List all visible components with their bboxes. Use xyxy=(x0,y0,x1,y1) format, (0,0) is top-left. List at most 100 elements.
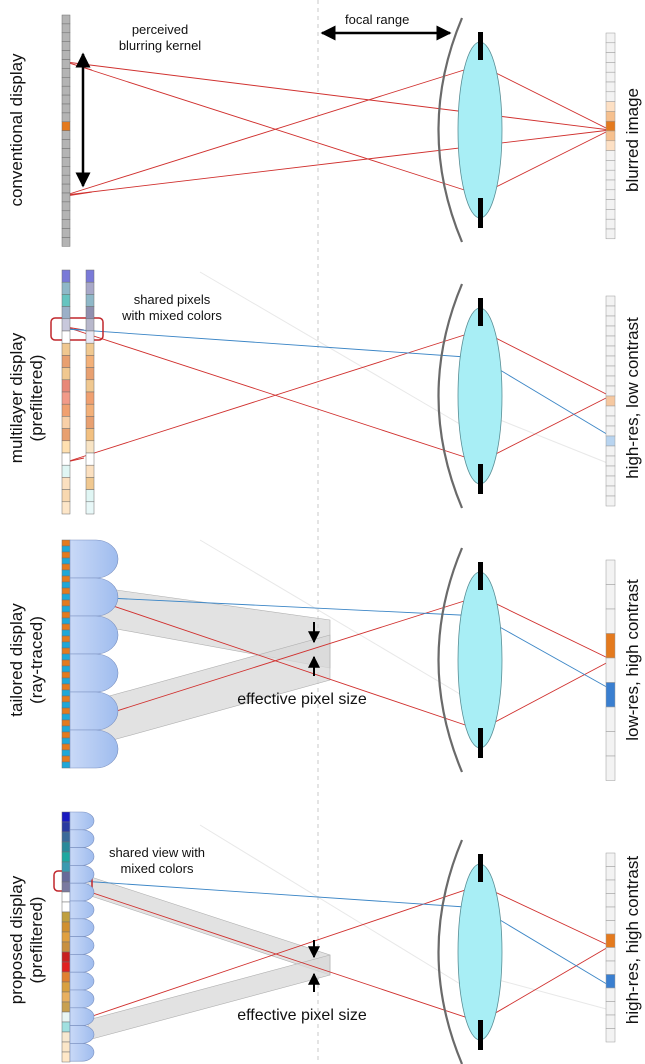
display-pixel xyxy=(61,545,71,553)
shared-pixels-label-2: with mixed colors xyxy=(121,308,222,323)
sensor-pixel xyxy=(605,852,616,867)
display-pixel xyxy=(61,355,71,368)
lenslet xyxy=(69,971,95,991)
sensor-pixel xyxy=(605,218,616,230)
sensor-pixel xyxy=(605,385,616,397)
display-pixel xyxy=(61,23,71,34)
lenslet xyxy=(69,900,95,920)
display-pixel xyxy=(61,629,71,637)
arrowhead xyxy=(65,191,93,197)
sensor-pixel xyxy=(605,960,616,975)
sensor-pixel xyxy=(605,169,616,181)
ray xyxy=(65,61,481,196)
right-label-multilayer: high-res, low contrast xyxy=(623,317,642,479)
display-pixel xyxy=(61,951,71,963)
sensor-pixel xyxy=(605,1028,616,1043)
focal-range-label: focal range xyxy=(345,12,409,27)
display-pixel xyxy=(61,743,71,751)
display-pixel xyxy=(61,32,71,42)
display-pixel xyxy=(85,464,95,478)
display-pixel xyxy=(85,306,95,320)
left-label-tailored-2: (ray-traced) xyxy=(27,616,46,704)
display-pixel xyxy=(61,617,71,625)
display-pixel xyxy=(61,306,71,320)
display-pixel xyxy=(61,569,71,577)
display-pixel xyxy=(61,581,71,589)
sensor-pixel xyxy=(605,91,616,102)
display-pixel xyxy=(61,440,71,454)
lenslet xyxy=(69,882,95,902)
lens xyxy=(457,307,503,485)
sensor-pixel xyxy=(605,559,616,585)
sensor-pixel xyxy=(605,435,616,447)
lenslet xyxy=(69,811,95,831)
display-pixel xyxy=(61,671,71,679)
lenslet xyxy=(69,829,95,848)
lens-stop xyxy=(478,728,483,758)
display-pixel xyxy=(61,77,71,87)
sensor-pixel xyxy=(605,42,616,53)
display-pixel xyxy=(61,593,71,601)
sensor-pixel xyxy=(605,160,616,171)
shared-pixels-highlight xyxy=(50,317,104,341)
display-pixel xyxy=(85,342,95,356)
left-label-proposed-1: proposed display xyxy=(7,875,26,1004)
shared-pixels-label-1: shared pixels xyxy=(134,292,211,307)
lenslet xyxy=(69,1043,95,1062)
display-pixel xyxy=(61,811,71,823)
display-pixel xyxy=(85,477,95,490)
display-pixel xyxy=(61,41,71,51)
ray xyxy=(65,64,481,196)
sensor-pixel xyxy=(605,445,616,457)
ray xyxy=(65,595,481,728)
sensor-pixel xyxy=(605,315,616,327)
lens-stop xyxy=(478,854,483,882)
sensor-pixel xyxy=(605,209,616,220)
lenslet xyxy=(69,936,95,955)
display-pixel xyxy=(61,1031,71,1043)
sensor-pixel xyxy=(605,375,616,387)
display-pixel xyxy=(61,94,71,105)
sensor-pixel xyxy=(605,179,616,191)
sensor-pixel xyxy=(605,608,616,634)
display-pixel xyxy=(61,228,71,238)
display-pixel xyxy=(61,961,71,973)
display-pixel xyxy=(61,981,71,993)
sensor-pixel xyxy=(605,893,616,908)
display-pixel xyxy=(61,281,71,295)
display-pixel xyxy=(85,403,95,417)
display-pixel xyxy=(61,891,71,903)
sensor-pixel xyxy=(605,947,616,962)
display-pixel xyxy=(85,281,95,295)
left-label-tailored-1: tailored display xyxy=(7,603,26,717)
panel-tailored: effective pixel size xyxy=(65,539,613,746)
display-pixel xyxy=(61,831,71,843)
display-pixel xyxy=(61,121,71,131)
sensor-pixel xyxy=(605,52,616,63)
beam xyxy=(87,954,331,1041)
display-pixel xyxy=(85,318,95,332)
perceived-label-1: perceived xyxy=(132,22,188,37)
display-pixel xyxy=(61,489,71,503)
left-label-conventional: conventional display xyxy=(7,53,26,207)
sensor-pixel xyxy=(605,335,616,347)
lens-stop xyxy=(478,298,483,326)
left-label-multilayer-2: (prefiltered) xyxy=(27,355,46,442)
panel-multilayer: shared pixels with mixed colors xyxy=(50,271,611,465)
lenslet xyxy=(69,577,119,617)
sensor-pixel xyxy=(605,395,616,407)
display-pixel xyxy=(61,1001,71,1013)
ray xyxy=(65,589,481,731)
ray xyxy=(65,329,481,463)
sensor-pixel xyxy=(605,933,616,948)
display-pixel xyxy=(61,605,71,613)
display-pixel xyxy=(61,659,71,667)
sensor-pixel xyxy=(605,455,616,467)
sensor-pixel xyxy=(605,657,616,683)
sensor-pixel xyxy=(605,355,616,367)
sensor-pixel xyxy=(605,475,616,487)
display-pixel xyxy=(85,489,95,503)
display-pixel xyxy=(61,501,71,515)
display-pixel xyxy=(61,219,71,229)
